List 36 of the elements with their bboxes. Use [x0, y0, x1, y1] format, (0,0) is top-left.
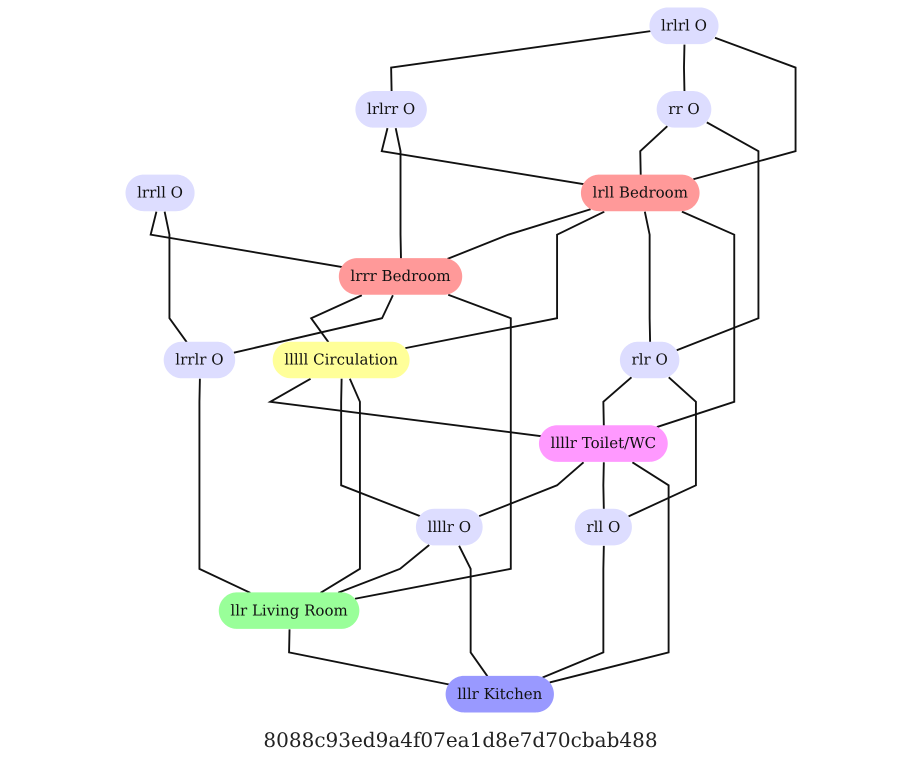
connector [478, 462, 584, 518]
connector [676, 122, 760, 352]
caption: 8088c93ed9a4f07ea1d8e7d70cbab488 [263, 728, 658, 752]
connector [602, 376, 632, 426]
connector [447, 208, 591, 260]
connector [354, 294, 512, 600]
connector [320, 378, 361, 594]
connector [340, 378, 421, 518]
connector [380, 128, 584, 186]
node-box: lrrr Bedroom [338, 258, 462, 295]
connector [234, 294, 394, 354]
connector [549, 462, 670, 684]
connector [149, 211, 342, 268]
connector [267, 378, 542, 438]
connector [164, 211, 188, 343]
connector [628, 376, 697, 518]
connector [656, 210, 736, 428]
connector [639, 126, 668, 176]
connector [644, 211, 651, 342]
connector [683, 44, 686, 92]
connector [390, 30, 651, 92]
node-box: llllr Toilet/WC [538, 425, 668, 462]
node-box: llr Living Room [218, 592, 360, 629]
connector [288, 629, 450, 686]
connector [338, 544, 430, 594]
node-box: lllr Kitchen [446, 676, 554, 712]
connector [693, 36, 796, 180]
connector [542, 546, 605, 678]
connector [198, 378, 251, 594]
connector [310, 294, 362, 343]
connector [602, 462, 605, 510]
connector [394, 128, 402, 259]
node-box: lllll Circulation [272, 342, 410, 378]
connector [405, 210, 605, 350]
node-box: lrll Bedroom [580, 174, 700, 212]
connector [458, 545, 488, 677]
